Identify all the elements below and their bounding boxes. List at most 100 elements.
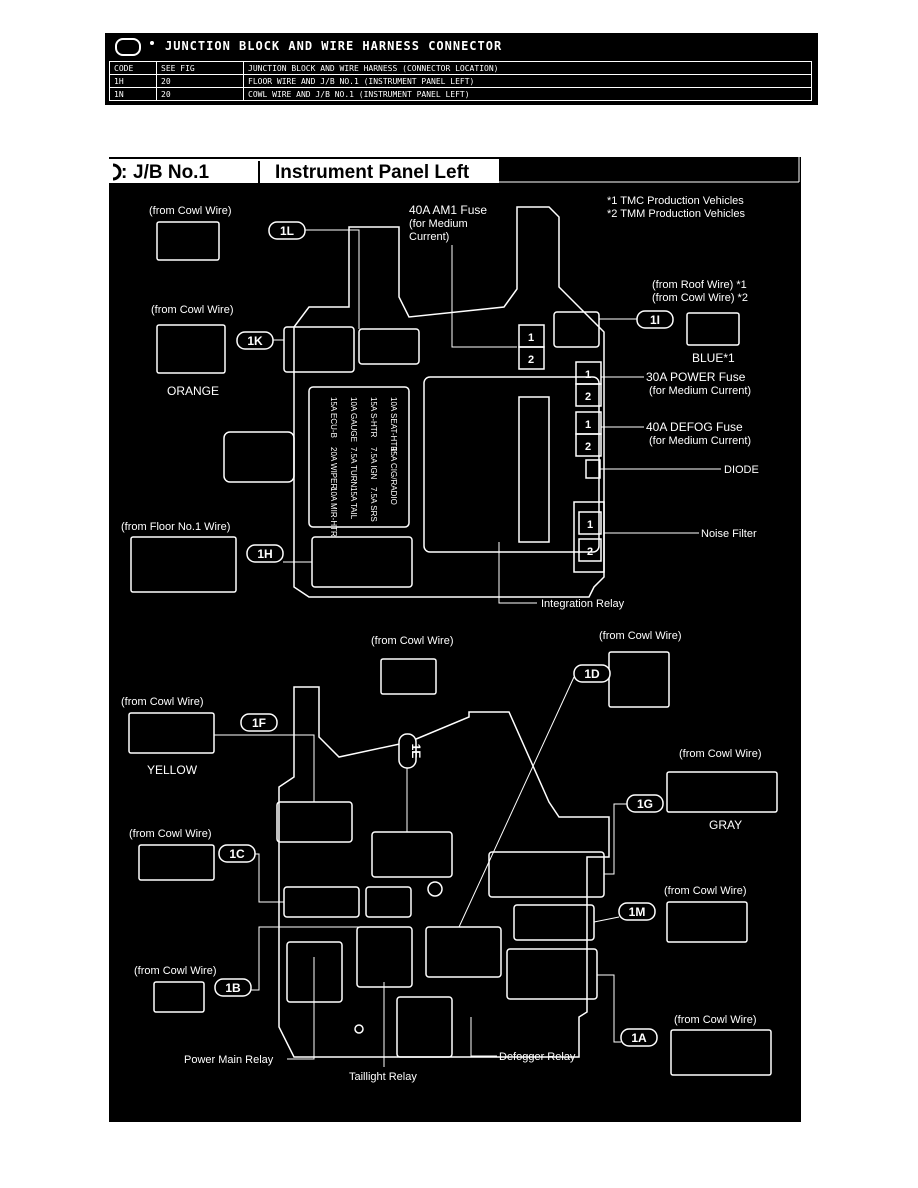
pin-number: 1 bbox=[585, 419, 591, 431]
table-cell: 1N bbox=[109, 87, 157, 101]
leader-1G bbox=[604, 803, 627, 875]
jb-socket-1K bbox=[283, 326, 355, 373]
connector-1L-source: (from Cowl Wire) bbox=[149, 205, 232, 217]
jb-socket-1B bbox=[365, 886, 412, 918]
defog-fuse-label: (for Medium Current) bbox=[649, 435, 751, 447]
connector-1I-source2: (from Cowl Wire) *2 bbox=[652, 292, 748, 304]
upper-jb-outline bbox=[293, 206, 605, 598]
fuse-label: 15A TAIL bbox=[349, 487, 358, 520]
code-label: 1L bbox=[280, 224, 294, 238]
header-title: JUNCTION BLOCK AND WIRE HARNESS CONNECTO… bbox=[165, 39, 503, 53]
connector-1E-body bbox=[380, 658, 437, 695]
connector-1I-color: BLUE*1 bbox=[692, 351, 735, 365]
connector-1B-body bbox=[153, 981, 205, 1013]
connector-1K-color: ORANGE bbox=[167, 384, 219, 398]
taillight-relay-label: Taillight Relay bbox=[349, 1071, 417, 1083]
leader-1L bbox=[305, 229, 360, 329]
jb-socket-1I bbox=[553, 311, 600, 348]
pin-number: 1 bbox=[585, 369, 591, 381]
fuse-label: 15A S-HTR bbox=[369, 397, 378, 438]
jb-socket-1D bbox=[425, 926, 502, 978]
leader-1B bbox=[251, 926, 366, 991]
connector-1F-source: (from Cowl Wire) bbox=[121, 696, 204, 708]
noise-filter-slot-1 bbox=[578, 511, 602, 535]
connector-1E-source: (from Cowl Wire) bbox=[371, 635, 454, 647]
am1-leader bbox=[451, 245, 517, 348]
pin-number: 2 bbox=[528, 354, 534, 366]
code-label: 1F bbox=[252, 716, 266, 730]
code-label: 1G bbox=[637, 797, 653, 811]
fuse-label: 10A GAUGE bbox=[349, 397, 358, 442]
table-cell: 1H bbox=[109, 74, 157, 88]
connector-1K-source: (from Cowl Wire) bbox=[151, 304, 234, 316]
noise-filter-socket bbox=[573, 501, 605, 573]
integration-relay-socket bbox=[518, 396, 550, 543]
connector-1M-source: (from Cowl Wire) bbox=[664, 885, 747, 897]
table-header-row: CODE SEE FIG JUNCTION BLOCK AND WIRE HAR… bbox=[109, 61, 812, 75]
power-fuse-label: (for Medium Current) bbox=[649, 385, 751, 397]
connector-1H-source: (from Floor No.1 Wire) bbox=[121, 521, 230, 533]
connector-1G-source: (from Cowl Wire) bbox=[679, 748, 762, 760]
code-label: 1M bbox=[629, 905, 646, 919]
code-badge-1M bbox=[618, 902, 656, 921]
fuse-label: 15A ECU-B bbox=[329, 397, 338, 438]
connector-1D-body bbox=[608, 651, 670, 708]
title-prefix: : bbox=[121, 162, 127, 183]
connector-1G-color: GRAY bbox=[709, 818, 742, 832]
connector-1B-source: (from Cowl Wire) bbox=[134, 965, 217, 977]
code-label: 1I bbox=[650, 313, 660, 327]
code-label: 1K bbox=[247, 334, 263, 348]
connector-1C-body bbox=[138, 844, 215, 881]
connector-1C-source: (from Cowl Wire) bbox=[129, 828, 212, 840]
upper-mount-tab bbox=[223, 431, 295, 483]
defog-fuse-label: 40A DEFOG Fuse bbox=[646, 420, 743, 434]
junction-block-icon bbox=[115, 38, 141, 56]
relay-area-frame bbox=[423, 376, 600, 553]
pin-number: 1 bbox=[528, 332, 534, 344]
jb-socket-1L bbox=[358, 328, 420, 365]
diagram-canvas: : J/B No.1 Instrument Panel Left bbox=[109, 157, 800, 1083]
jb-socket-1M bbox=[513, 904, 595, 941]
diode-slot bbox=[585, 459, 601, 479]
defogger-leader bbox=[470, 1017, 497, 1057]
lower-jb-outline bbox=[278, 686, 610, 1058]
table-cell: COWL WIRE AND J/B NO.1 (INSTRUMENT PANEL… bbox=[243, 87, 812, 101]
connector-1A-body bbox=[670, 1029, 772, 1076]
fuse-label: 10A SEAT-HTR bbox=[389, 397, 398, 452]
column-header: SEE FIG bbox=[156, 61, 244, 75]
fuse-label: 15A CIG/RADIO bbox=[389, 447, 398, 505]
jb-socket-1C bbox=[283, 886, 360, 918]
code-label: 1C bbox=[229, 847, 245, 861]
noise-filter-slot-2 bbox=[578, 538, 602, 562]
integration-relay-label: Integration Relay bbox=[541, 598, 625, 610]
table-cell: 20 bbox=[156, 87, 244, 101]
column-header: JUNCTION BLOCK AND WIRE HARNESS (CONNECT… bbox=[243, 61, 812, 75]
code-badge-1B bbox=[214, 978, 252, 997]
jb-socket-1A bbox=[506, 948, 598, 1000]
code-badge-1A bbox=[620, 1028, 658, 1047]
title-code: J/B No.1 bbox=[133, 162, 209, 183]
connector-1I-body bbox=[686, 312, 740, 346]
defogger-relay-socket bbox=[396, 996, 453, 1058]
taillight-relay-socket bbox=[356, 926, 413, 988]
code-badge-1F bbox=[240, 713, 278, 732]
am1-fuse-label: 40A AM1 Fuse bbox=[409, 203, 487, 217]
fuse-label: 7.5A TURN bbox=[349, 447, 358, 488]
fuse-label: 7.5A IGN bbox=[369, 447, 378, 480]
code-badge-1D bbox=[573, 664, 611, 683]
connector-1L-body bbox=[156, 221, 220, 261]
power-fuse-slot-2 bbox=[575, 383, 602, 407]
connector-table: CODE SEE FIG JUNCTION BLOCK AND WIRE HAR… bbox=[109, 61, 812, 101]
fuse-label: 10A MIR-HTR bbox=[329, 487, 338, 537]
pin-number: 2 bbox=[587, 546, 593, 558]
jb-socket-1E bbox=[371, 831, 453, 878]
pin-number: 2 bbox=[585, 391, 591, 403]
am1-fuse-label: Current) bbox=[409, 231, 449, 243]
connector-1G-body bbox=[666, 771, 778, 813]
mini-fuse-block bbox=[308, 386, 410, 528]
pin-number: 2 bbox=[585, 441, 591, 453]
am1-fuse-slot-2 bbox=[518, 346, 545, 370]
leader-1A bbox=[597, 974, 621, 1043]
mounting-hole bbox=[354, 1024, 364, 1034]
diode-label: DIODE bbox=[724, 464, 759, 476]
